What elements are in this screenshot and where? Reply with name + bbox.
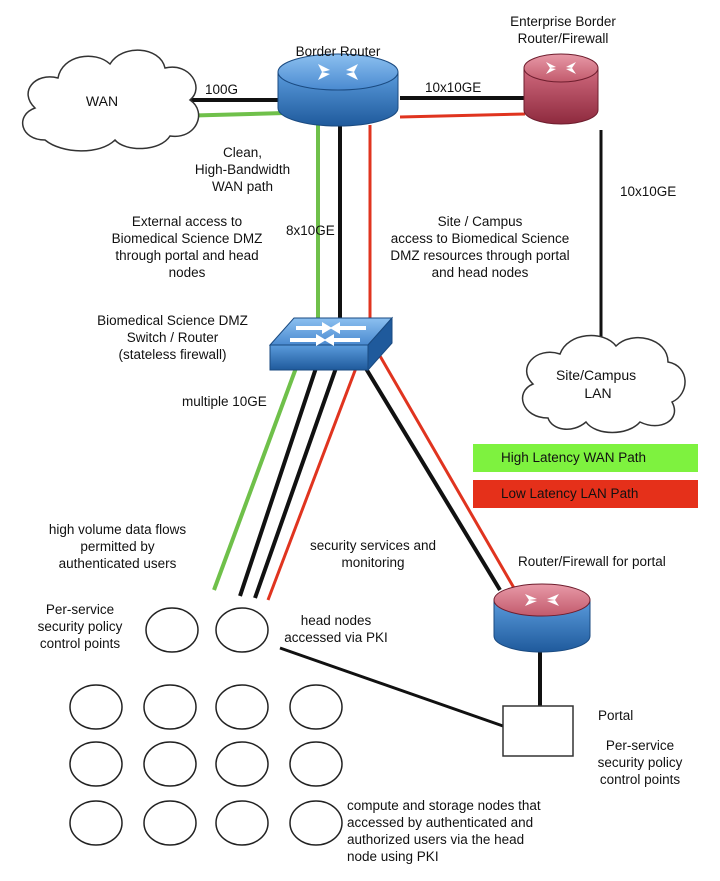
portal-link-black [360,360,502,592]
router-arrows-icon [318,64,358,80]
compute-node [289,741,343,787]
portal-router-arrows-icon [525,594,559,606]
dmz-switch-label: Biomedical Science DMZ Switch / Router (… [97,313,248,362]
wan-link-label: 100G [205,82,239,97]
flow-black-2 [253,367,338,599]
compute-node [143,741,197,787]
compute-node [289,800,343,846]
multiple-10ge-label: multiple 10GE [182,394,267,409]
legend-high-latency: High Latency WAN Path [473,444,698,472]
campus-access-label: Site / Campus access to Biomedical Scien… [390,214,570,280]
compute-node [143,800,197,846]
lan-cloud-line1: Site/Campus [556,367,636,383]
portal-link-red [378,355,516,589]
lan-cloud-label: Site/Campus LAN [556,367,640,401]
compute-nodes [69,684,343,846]
portal-label: Portal [598,708,634,723]
portal-router-label: Router/Firewall for portal [518,554,666,569]
compute-node [69,684,123,730]
enterprise-router [523,53,599,125]
portal-router [493,583,591,653]
clean-path-label: Clean, High-Bandwidth WAN path [194,145,291,194]
wan-cloud-label: WAN [86,93,118,109]
switch-arrows-icon [290,322,366,346]
compute-node [215,741,269,787]
compute-node [69,741,123,787]
enterprise-link-label: 10x10GE [425,80,482,95]
flow-green [212,367,298,591]
enterprise-link-red [399,112,526,119]
lan-link-label: 10x10GE [620,184,677,199]
compute-node [289,684,343,730]
portal-box [502,705,574,757]
compute-node [143,684,197,730]
security-services-label: security services and monitoring [309,538,437,570]
dmz-link-label: 8x10GE [286,223,335,238]
border-router-label: Border Router [295,44,381,59]
compute-node [215,800,269,846]
compute-node [215,684,269,730]
enterprise-router-arrows-icon [546,62,576,74]
flow-black-1 [238,367,318,597]
external-access-label: External access to Biomedical Science DM… [111,214,263,280]
head-node-circle [215,607,269,653]
wan-cloud: WAN [21,49,200,152]
per-service-right-label: Per-service security policy control poin… [597,738,683,787]
border-router [277,53,399,127]
head-nodes-label: head nodes accessed via PKI [284,613,388,645]
dmz-switch [268,316,394,372]
enterprise-router-label: Enterprise Border Router/Firewall [510,14,616,46]
head-node-link [279,646,504,728]
lan-cloud-line2: LAN [584,385,611,401]
flow-red [266,367,358,601]
per-service-left-label: Per-service security policy control poin… [37,602,123,651]
compute-nodes-label: compute and storage nodes that accessed … [347,798,541,864]
lan-cloud: Site/Campus LAN [521,334,686,434]
legend-low-latency: Low Latency LAN Path [473,480,698,508]
compute-node [69,800,123,846]
high-volume-label: high volume data flows permitted by auth… [48,522,187,571]
security-node-circle [145,607,199,653]
